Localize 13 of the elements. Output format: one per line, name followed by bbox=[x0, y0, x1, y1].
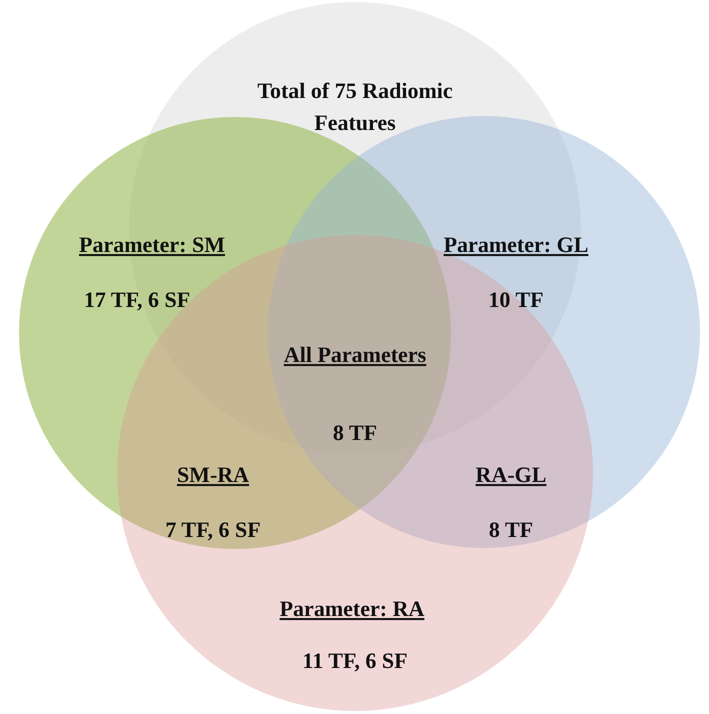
feature-count: 17 TF, 6 SF bbox=[84, 286, 190, 314]
set-heading: Parameter: SM bbox=[79, 231, 225, 260]
overlap-heading: All Parameters bbox=[282, 341, 428, 370]
set-heading: Parameter: GL bbox=[444, 231, 588, 260]
feature-count: 8 TF bbox=[332, 419, 378, 448]
overlap-heading: RA-GL bbox=[476, 461, 546, 490]
set-heading: Parameter: RA bbox=[280, 595, 424, 624]
feature-count: 11 TF, 6 SF bbox=[302, 647, 408, 676]
overlap-heading: SM-RA bbox=[176, 461, 250, 490]
feature-count: 8 TF bbox=[488, 516, 534, 544]
feature-count: Total of 75 Radiomic Features bbox=[256, 77, 454, 137]
feature-count: 7 TF, 6 SF bbox=[165, 516, 261, 544]
feature-count: 10 TF bbox=[488, 286, 544, 314]
